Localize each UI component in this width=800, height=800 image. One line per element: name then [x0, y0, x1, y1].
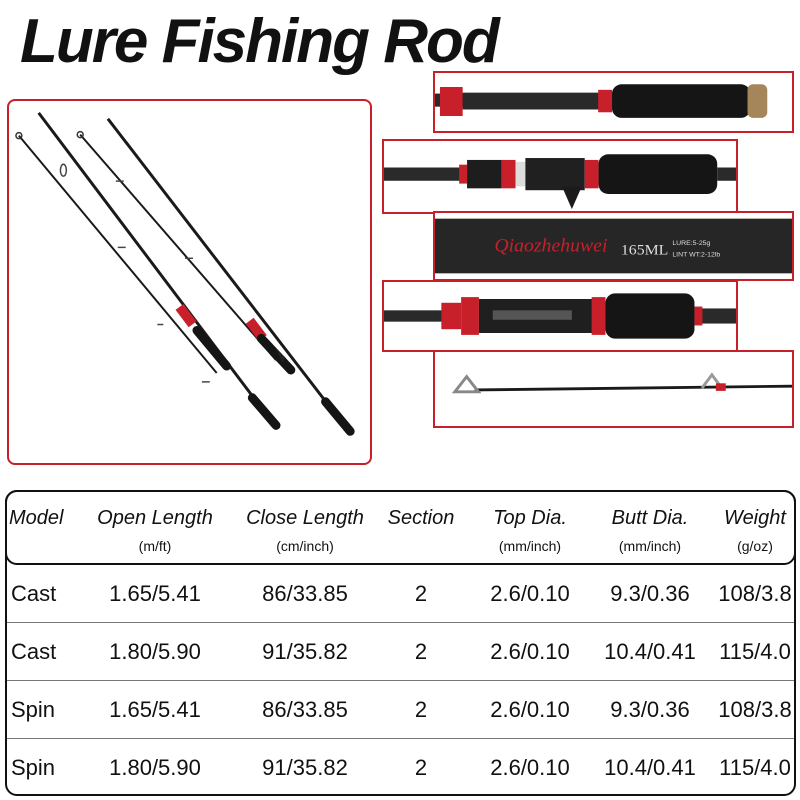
column-header-unit: (m/ft): [138, 538, 172, 554]
table-cell: Spin: [11, 697, 56, 722]
table-row: Spin 1.65/5.41 86/33.85 2 2.6/0.10 9.3/0.36 10…: [5, 681, 796, 739]
detail-tip-guides: [433, 350, 794, 428]
table-cell: 2.6/0.10: [490, 697, 570, 722]
table-cell: 1.65/5.41: [109, 697, 201, 722]
spinning-seat-image: [384, 293, 736, 339]
detail-spinning-reel-seat: [382, 280, 738, 352]
column-header-unit: (mm/inch): [498, 538, 562, 554]
spec-table: Model Open Length (m/ft) Close Length (cm/in…: [5, 490, 796, 796]
table-cell: 10.4/0.41: [604, 755, 696, 780]
table-cell: 1.65/5.41: [109, 581, 201, 606]
column-header-unit: (cm/inch): [276, 538, 334, 554]
brand-label: Qiaozhehuwei: [494, 236, 607, 256]
table-cell: Cast: [11, 639, 57, 664]
tip-guides-image: [451, 372, 792, 394]
rod-set-image: [15, 111, 355, 436]
column-header-name: Close Length: [246, 507, 364, 529]
table-cell: 86/33.85: [262, 581, 348, 606]
column-header-name: Open Length: [97, 507, 213, 529]
column-header: Top Dia. (mm/inch): [470, 506, 590, 554]
rod-spec-line1: LURE:5-25g: [672, 240, 710, 247]
page-title: Lure Fishing Rod: [20, 7, 500, 76]
column-header-name: Model: [9, 507, 64, 529]
detail-blank-label: Qiaozhehuwei 165ML LURE:5-25g LINT WT:2-…: [433, 211, 794, 281]
table-row: Cast 1.65/5.41 86/33.85 2 2.6/0.10 9.3/0.36 10…: [5, 565, 796, 623]
table-cell: 10.4/0.41: [604, 639, 696, 664]
table-cell: 86/33.85: [262, 697, 348, 722]
table-cell: 9.3/0.36: [610, 581, 690, 606]
column-header: Weight (g/oz): [710, 506, 800, 554]
column-header-name: Section: [387, 507, 455, 529]
table-cell: 108/3.8: [718, 581, 792, 606]
casting-seat-image: [384, 154, 736, 210]
detail-casting-reel-seat: [382, 139, 738, 214]
column-header: Section: [376, 506, 466, 538]
column-header-name: Weight: [724, 507, 786, 529]
table-cell: 91/35.82: [262, 639, 348, 664]
table-cell: 115/4.0: [719, 755, 791, 780]
table-cell: 2: [414, 755, 428, 780]
column-header: Butt Dia. (mm/inch): [590, 506, 710, 554]
blank-label-image: Qiaozhehuwei 165ML LURE:5-25g LINT WT:2-…: [435, 218, 792, 274]
table-cell: Spin: [11, 755, 56, 780]
table-cell: 2: [414, 697, 428, 722]
column-header-name: Top Dia.: [493, 507, 567, 529]
table-cell: 1.80/5.90: [109, 755, 201, 780]
table-cell: 91/35.82: [262, 755, 348, 780]
table-cell: 2: [414, 639, 428, 664]
column-header: Model: [9, 506, 79, 538]
table-row: Spin 1.80/5.90 91/35.82 2 2.6/0.10 10.4/0.41 1…: [5, 739, 796, 797]
table-cell: 9.3/0.36: [610, 697, 690, 722]
table-cell: 2.6/0.10: [490, 581, 570, 606]
butt-grip-image: [435, 84, 768, 118]
table-cell: 108/3.8: [718, 697, 792, 722]
table-row: Cast 1.80/5.90 91/35.82 2 2.6/0.10 10.4/0.41 1…: [5, 623, 796, 681]
rod-spec-line2: LINT WT:2-12lb: [672, 251, 720, 258]
column-header: Close Length (cm/inch): [230, 506, 380, 554]
table-cell: 2.6/0.10: [490, 639, 570, 664]
column-header-unit: (g/oz): [737, 538, 773, 554]
table-cell: 2.6/0.10: [490, 755, 570, 780]
table-cell: Cast: [11, 581, 57, 606]
column-header: Open Length (m/ft): [80, 506, 230, 554]
table-cell: 115/4.0: [719, 639, 791, 664]
column-header-name: Butt Dia.: [611, 507, 689, 529]
table-cell: 1.80/5.90: [109, 639, 201, 664]
main-product-photo: [7, 99, 372, 465]
column-header-unit: (mm/inch): [618, 538, 682, 554]
table-cell: 2: [414, 581, 428, 606]
detail-butt-grip: [433, 71, 794, 133]
rod-model-label: 165ML: [621, 242, 668, 259]
